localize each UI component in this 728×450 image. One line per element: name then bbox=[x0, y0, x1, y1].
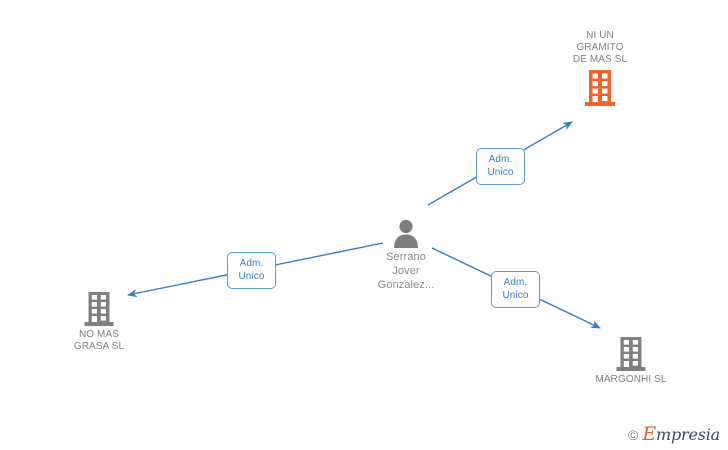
company-node-ni-un-gramito-de-mas-sl[interactable]: NI UN GRAMITO DE MAS SL bbox=[530, 30, 670, 106]
company-node-no-mas-grasa-sl[interactable]: NO MAS GRASA SL bbox=[44, 292, 154, 353]
company-label-ni-un-gramito-de-mas-sl: NI UN GRAMITO DE MAS SL bbox=[572, 30, 628, 65]
company-label-margonhi-sl: MARGONHI SL bbox=[595, 374, 667, 385]
person-silhouette-icon bbox=[346, 218, 466, 248]
company-node-margonhi-sl[interactable]: MARGONHI SL bbox=[571, 337, 691, 386]
company-label-no-mas-grasa-sl: NO MAS GRASA SL bbox=[73, 329, 125, 352]
edge-label-margonhi[interactable]: Adm. Unico bbox=[491, 271, 540, 308]
building-icon bbox=[44, 292, 154, 326]
empresia-logo-text: Empresia bbox=[642, 425, 720, 444]
edge-label-no-mas-grasa[interactable]: Adm. Unico bbox=[227, 252, 276, 289]
empresia-watermark: © Empresia bbox=[628, 425, 720, 444]
building-icon bbox=[530, 66, 670, 106]
person-node-serrano-jover-gonzalez[interactable]: Serrano Jover Gonzalez... bbox=[346, 218, 466, 292]
person-label-serrano-jover-gonzalez: Serrano Jover Gonzalez... bbox=[377, 251, 435, 291]
building-icon bbox=[571, 337, 691, 371]
empresia-logo-rest: mpresia bbox=[656, 425, 720, 444]
empresia-logo-initial: E bbox=[642, 423, 656, 445]
edge-label-ni-un-gramito[interactable]: Adm. Unico bbox=[476, 148, 525, 185]
copyright-icon: © bbox=[628, 426, 639, 443]
